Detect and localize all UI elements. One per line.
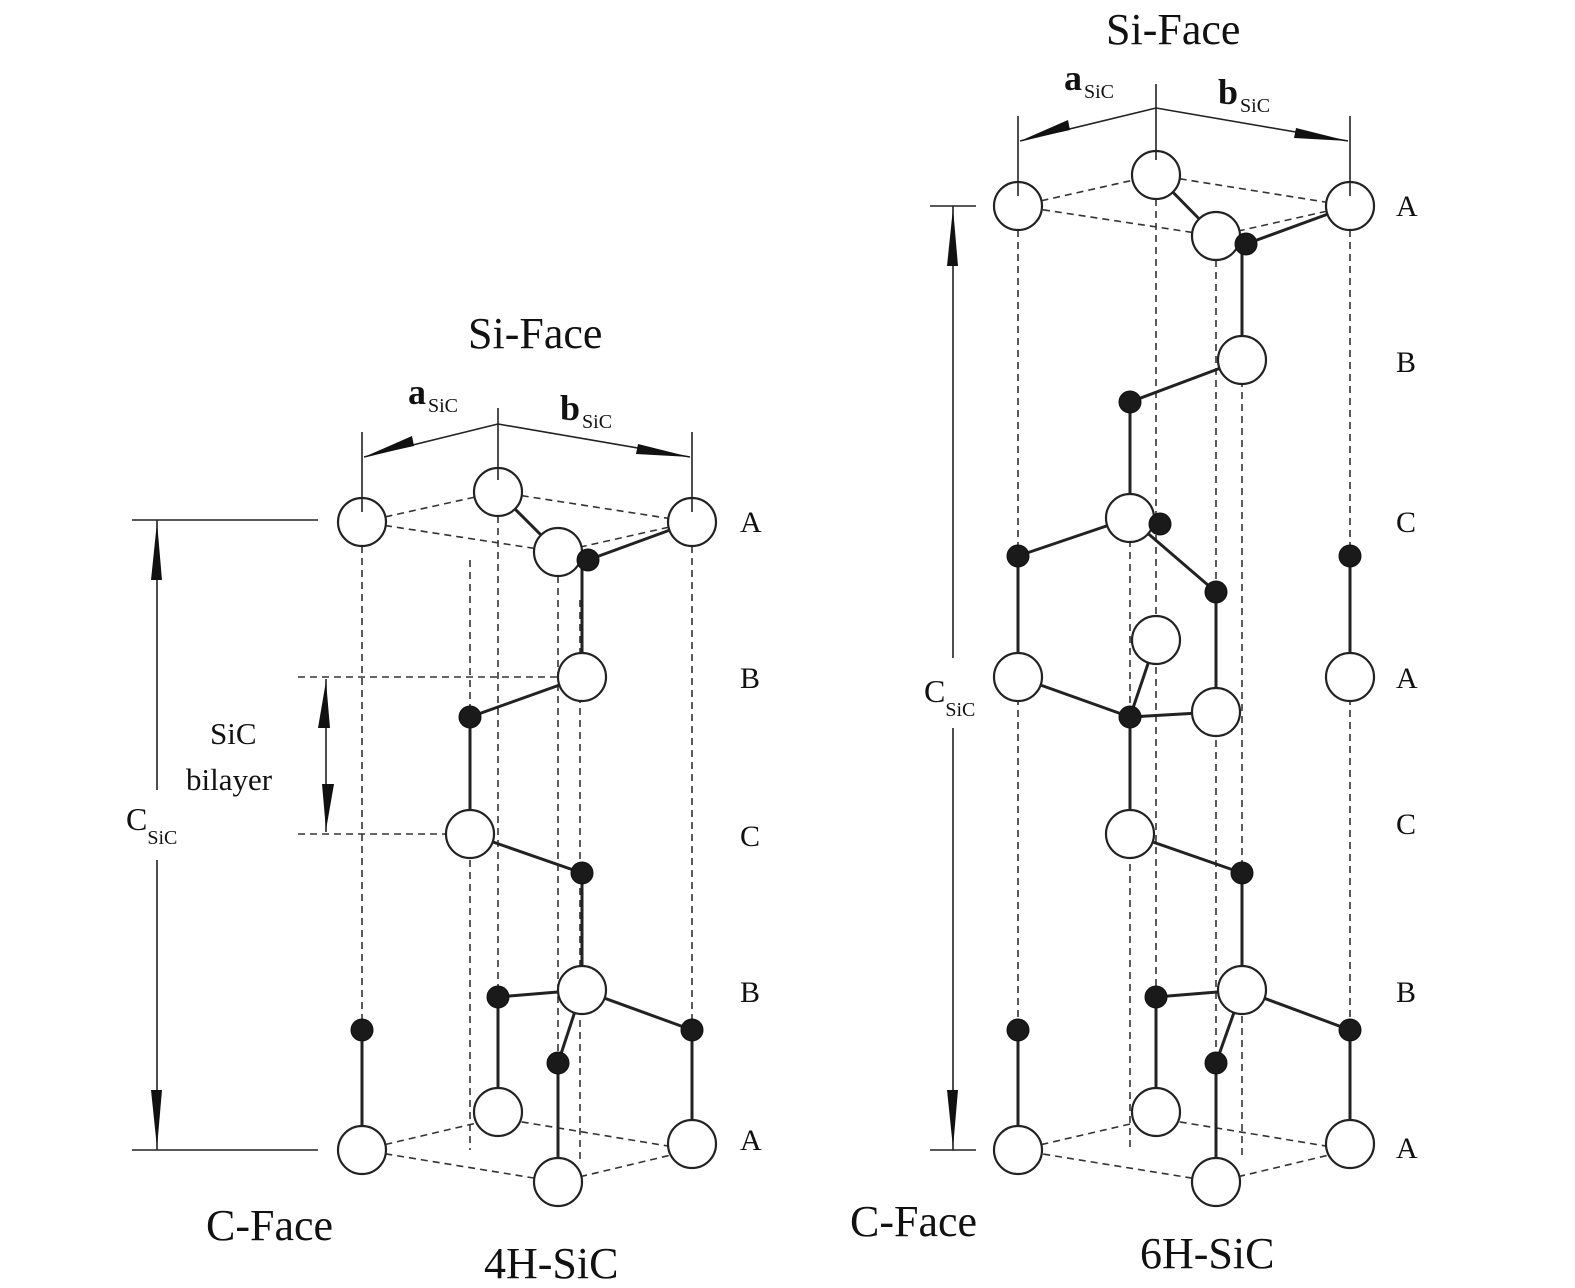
stacking-label: A xyxy=(740,506,762,539)
c-atom xyxy=(1006,544,1030,568)
bilayer-label-line2: bilayer xyxy=(186,762,273,797)
c-atom xyxy=(1204,580,1228,604)
stacking-label: A xyxy=(1396,190,1418,223)
si-atom xyxy=(1216,334,1268,386)
si-atom xyxy=(532,526,584,578)
c-atom xyxy=(1338,1018,1362,1042)
si-atom xyxy=(1324,651,1376,703)
bottom-face-label-6h: C-Face xyxy=(850,1197,977,1246)
c-atom xyxy=(486,985,510,1009)
bilayer-label-line1: SiC xyxy=(210,716,257,751)
c-atoms-4h xyxy=(350,548,704,1075)
si-atom xyxy=(1104,492,1156,544)
c-atom xyxy=(1338,544,1362,568)
si-atom xyxy=(1190,210,1242,262)
si-atom xyxy=(556,964,608,1016)
stacking-label: C xyxy=(1396,808,1416,841)
top-face-label-6h: Si-Face xyxy=(1106,5,1240,54)
bonds-6h xyxy=(1016,173,1352,1184)
unit-cell-frame-4h xyxy=(298,491,693,1183)
si-atom xyxy=(1324,1118,1376,1170)
top-face-label-4h: Si-Face xyxy=(468,309,602,358)
c-atom xyxy=(1118,705,1142,729)
si-atom xyxy=(992,1124,1044,1176)
stacking-labels-4h: A B C B A xyxy=(740,506,762,1157)
c-axis-6h xyxy=(930,205,976,1151)
bilayer-arrow-4h xyxy=(318,679,334,832)
c-atom xyxy=(1234,232,1258,256)
stacking-label: A xyxy=(740,1124,762,1157)
si-atom xyxy=(444,808,496,860)
c-axis-label-4h: CSiC xyxy=(126,801,177,849)
si-atom xyxy=(1104,808,1156,860)
c-atom xyxy=(570,861,594,885)
lattice-vectors-6h xyxy=(1017,84,1351,196)
c-atom xyxy=(680,1018,704,1042)
si-atom xyxy=(1130,614,1182,666)
c-axis-4h xyxy=(132,519,318,1151)
stacking-label: C xyxy=(1396,506,1416,539)
c-atom xyxy=(1144,985,1168,1009)
stacking-label: C xyxy=(740,820,760,853)
si-atoms-6h xyxy=(992,149,1376,1208)
si-atoms-4h xyxy=(336,466,718,1208)
si-atom xyxy=(336,1124,388,1176)
si-atom xyxy=(1190,1156,1242,1208)
si-atom xyxy=(532,1156,584,1208)
unit-cell-frame-6h xyxy=(1017,174,1351,1183)
c-atom xyxy=(576,548,600,572)
si-atom xyxy=(1190,686,1242,738)
c-atom xyxy=(1006,1018,1030,1042)
stacking-label: B xyxy=(740,662,760,695)
c-atom xyxy=(350,1018,374,1042)
polytype-label-6h: 6H-SiC xyxy=(1140,1229,1274,1278)
stacking-label: B xyxy=(1396,976,1416,1009)
stacking-label: A xyxy=(1396,1132,1418,1165)
bottom-face-label-4h: C-Face xyxy=(206,1201,333,1250)
c-axis-label-6h: CSiC xyxy=(924,673,975,721)
c-atom xyxy=(1204,1051,1228,1075)
stacking-label: B xyxy=(740,976,760,1009)
c-atom xyxy=(1148,512,1172,536)
stacking-labels-6h: A B C A C B A xyxy=(1396,190,1418,1165)
lattice-vectors-4h xyxy=(361,408,693,512)
si-atom xyxy=(556,651,608,703)
si-atom xyxy=(1216,964,1268,1016)
c-atoms-6h xyxy=(1006,232,1362,1075)
si-atom xyxy=(1130,1086,1182,1138)
polytype-label-4h: 4H-SiC xyxy=(484,1239,618,1288)
c-atom xyxy=(458,705,482,729)
c-atom xyxy=(1230,861,1254,885)
c-atom xyxy=(546,1051,570,1075)
si-atom xyxy=(666,1118,718,1170)
bonds-4h xyxy=(360,490,694,1184)
si-atom xyxy=(992,651,1044,703)
c-atom xyxy=(1118,390,1142,414)
si-atom xyxy=(472,1086,524,1138)
stacking-label: A xyxy=(1396,662,1418,695)
stacking-label: B xyxy=(1396,346,1416,379)
